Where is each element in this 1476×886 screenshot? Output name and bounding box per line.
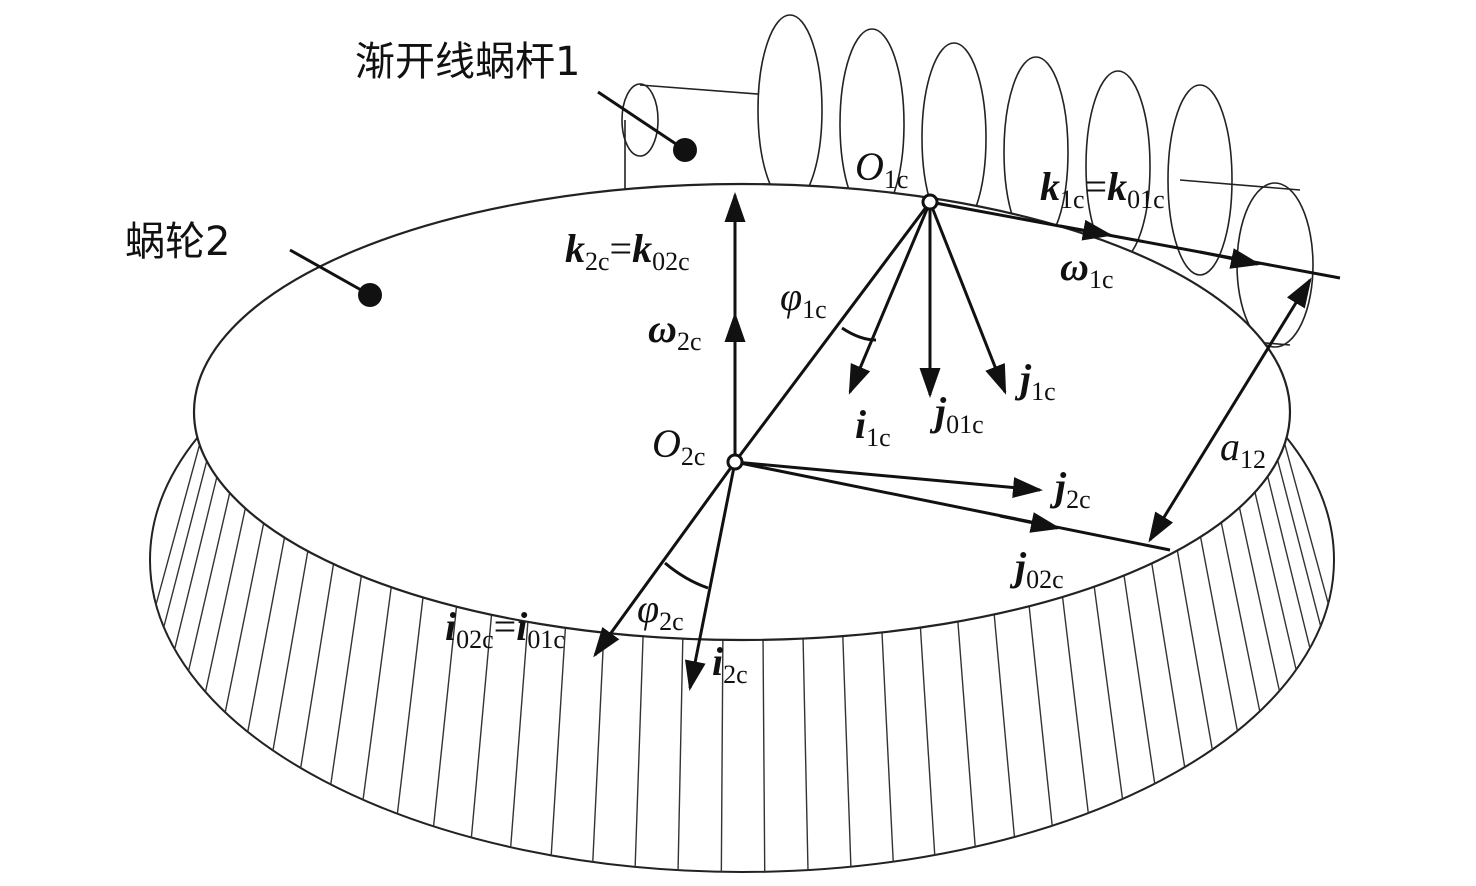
wheel-tooth bbox=[509, 621, 529, 848]
phi2c-arc bbox=[664, 561, 709, 590]
wheel-label: 蜗轮2 bbox=[125, 219, 230, 265]
worm-threads bbox=[757, 14, 1233, 276]
wheel-tooth bbox=[677, 638, 684, 871]
i02c-label: i02c=i01c bbox=[445, 604, 565, 654]
worm-axis bbox=[929, 200, 1341, 280]
j1c-arrow bbox=[928, 201, 1007, 395]
vectors bbox=[593, 192, 1341, 691]
k1c-arrow bbox=[1059, 219, 1113, 241]
wheel-tooth bbox=[1061, 596, 1089, 814]
O1c-label: O1c bbox=[855, 144, 908, 194]
a12-label: a12 bbox=[1220, 424, 1266, 474]
wheel-tooth bbox=[762, 639, 766, 872]
wheel-tooth bbox=[842, 636, 852, 867]
phi1c-arc bbox=[841, 326, 877, 342]
wheel-tooth bbox=[802, 638, 809, 871]
wheel-tooth bbox=[1283, 443, 1329, 604]
i2c-arrow bbox=[684, 461, 737, 691]
wheel-tooth bbox=[720, 639, 724, 872]
w1c-label: ω1c bbox=[1060, 244, 1113, 294]
wheel-tooth bbox=[470, 614, 493, 838]
O2c-label: O2c bbox=[652, 421, 705, 471]
wheel-tooth bbox=[1276, 460, 1322, 627]
phi1c-label: φ1c bbox=[780, 274, 827, 324]
worm-label: 渐开线蜗杆1 bbox=[355, 39, 580, 85]
wheel-tooth bbox=[163, 460, 208, 628]
wheel-tooth bbox=[330, 575, 363, 785]
O1c-point bbox=[921, 193, 939, 211]
wheel-tooth bbox=[272, 550, 309, 751]
wheel-tooth bbox=[550, 627, 567, 856]
O2c-point bbox=[726, 453, 744, 471]
wheel-tooth bbox=[224, 523, 265, 713]
worm-wheel bbox=[149, 182, 1335, 873]
wheel-tooth bbox=[247, 537, 286, 732]
wheel-tooth bbox=[1123, 575, 1156, 784]
wheel-tooth bbox=[432, 606, 458, 827]
j02c-line bbox=[734, 460, 1171, 552]
phi2c-label: φ2c bbox=[637, 586, 684, 636]
j2c-arrow bbox=[734, 460, 1043, 498]
i1c-arrow bbox=[848, 201, 932, 395]
wheel-tooth bbox=[592, 632, 605, 862]
i2c-label: i2c bbox=[712, 639, 748, 689]
wheel-tooth bbox=[1254, 492, 1297, 670]
wheel-tooth bbox=[1199, 536, 1239, 731]
worm bbox=[621, 14, 1314, 348]
wheel-tooth bbox=[919, 627, 936, 856]
worm-leader-dot bbox=[673, 138, 697, 162]
wheel-tooth bbox=[881, 632, 894, 862]
j02c-arrow bbox=[999, 512, 1061, 533]
wheel-tooth bbox=[1151, 563, 1186, 768]
a12-arrow-down bbox=[1148, 409, 1232, 543]
wheel-tooth bbox=[1220, 522, 1261, 712]
wheel-tooth bbox=[634, 636, 644, 867]
i1c-label: i1c bbox=[855, 402, 891, 452]
wheel-tooth bbox=[993, 614, 1016, 838]
worm-thread bbox=[1167, 84, 1233, 276]
i02c-arrow bbox=[593, 461, 737, 658]
wheel-leader bbox=[289, 248, 371, 297]
wheel-tooth bbox=[1267, 476, 1311, 649]
k1c-label: k1c=k01c bbox=[1040, 164, 1165, 214]
wheel-tooth bbox=[1238, 507, 1281, 692]
wheel-tooth bbox=[362, 587, 392, 800]
worm-leader bbox=[597, 90, 686, 152]
wheel-tooth bbox=[187, 492, 231, 671]
wheel-tooth bbox=[396, 597, 424, 814]
worm-thread bbox=[757, 14, 823, 206]
wheel-tooth bbox=[173, 476, 218, 650]
wheel-leader-dot bbox=[358, 283, 382, 307]
wheel-tooth bbox=[299, 563, 335, 769]
wheel-top-face bbox=[192, 182, 1292, 642]
k2c-label: k2c=k02c bbox=[565, 226, 690, 276]
w2c-label: ω2c bbox=[648, 306, 701, 356]
wheel-tooth bbox=[1028, 606, 1053, 826]
w1c-arrow bbox=[1199, 248, 1261, 269]
center-line bbox=[733, 201, 932, 463]
a12-arrow-up bbox=[1228, 277, 1312, 411]
wheel-tooth bbox=[1176, 550, 1213, 750]
wheel-tooth bbox=[155, 444, 201, 605]
wheel-tooth bbox=[957, 621, 976, 847]
wheel-teeth bbox=[155, 443, 1329, 872]
worm-shaft-left bbox=[624, 84, 771, 190]
wheel-tooth bbox=[204, 508, 247, 693]
wheel-tooth bbox=[1093, 586, 1124, 800]
